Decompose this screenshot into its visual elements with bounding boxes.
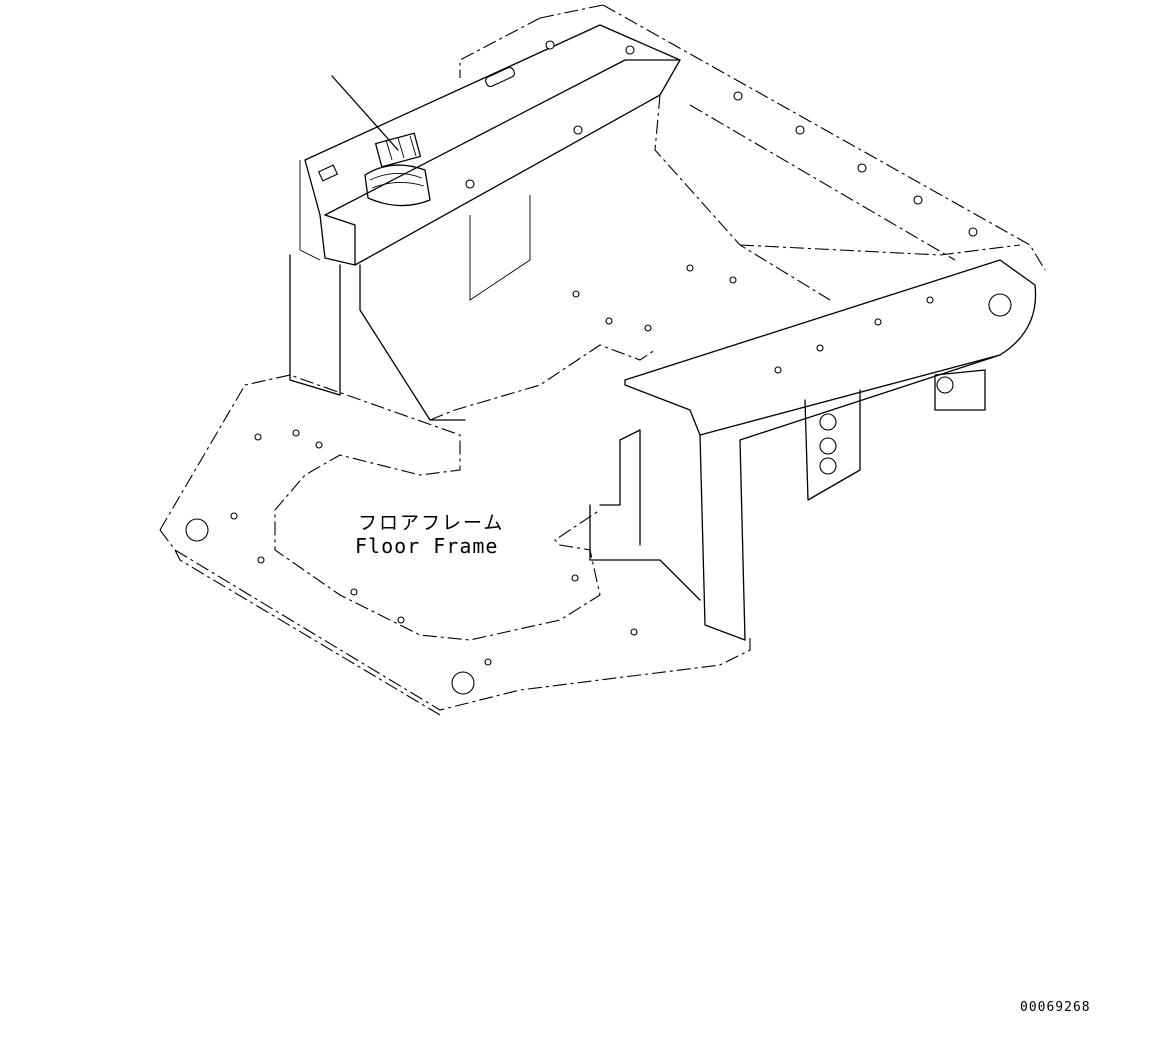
mounting-holes xyxy=(572,45,978,374)
console-beam xyxy=(289,24,681,421)
floor-frame-label-en: Floor Frame xyxy=(355,534,499,558)
rear-frame-outline xyxy=(459,4,1046,301)
leader-line xyxy=(331,75,399,151)
floor-frame-label-jp: フロアフレーム xyxy=(358,512,505,534)
right-cross-member xyxy=(589,259,1037,641)
drawing-number: 00069268 xyxy=(1020,1000,1091,1015)
floor-plate xyxy=(159,344,751,716)
